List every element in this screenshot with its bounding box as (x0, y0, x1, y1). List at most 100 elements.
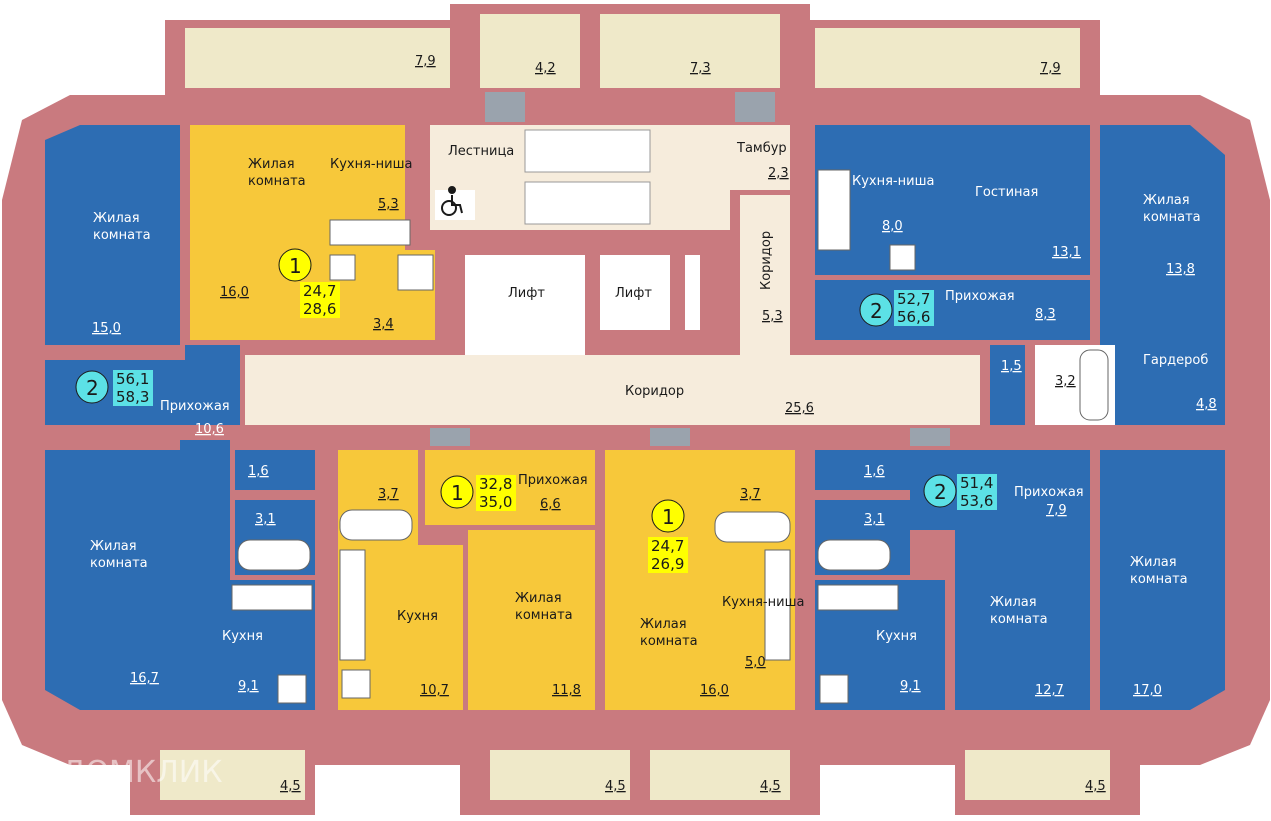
room-name: Прихожая (1014, 485, 1084, 500)
room-area: 9,1 (900, 679, 921, 694)
rooms-count: 2 (934, 480, 947, 504)
apartment-n (190, 125, 435, 340)
apartment-sw (45, 440, 315, 710)
bottom-balconies (130, 745, 1140, 815)
balcony-bot-3 (650, 750, 790, 800)
corridor-v-label: Коридор (759, 231, 774, 290)
room-name: Прихожая (945, 289, 1015, 304)
room-area: 11,8 (552, 683, 581, 698)
room-area: 10,6 (195, 422, 224, 437)
sw-wc (235, 450, 315, 490)
room-name: Кухня-ниша (852, 174, 934, 189)
room-name: Гостиная (975, 185, 1038, 200)
room-area: 7,9 (1046, 503, 1067, 518)
rooms-count: 1 (289, 254, 302, 278)
area-living: 51,4 (960, 474, 993, 492)
top-balconies (165, 4, 1100, 95)
balcony-area: 7,9 (1040, 61, 1061, 76)
room-area: 1,6 (248, 464, 269, 479)
room-area: 3,1 (864, 512, 885, 527)
rooms-count: 1 (662, 505, 675, 529)
room-area: 16,7 (130, 671, 159, 686)
balcony-bot-2 (490, 750, 630, 800)
balcony-area: 4,5 (760, 779, 781, 794)
balcony-top-4 (815, 28, 1080, 88)
room-area: 16,0 (220, 285, 249, 300)
lift-label: Лифт (508, 286, 545, 301)
room-area: 8,3 (1035, 307, 1056, 322)
area-total: 56,6 (897, 308, 930, 326)
lift-1 (465, 255, 585, 355)
room-area: 3,7 (378, 487, 399, 502)
area-living: 24,7 (303, 282, 336, 300)
room-name: Кухня-ниша (330, 157, 412, 172)
room-name: Кухня (222, 629, 263, 644)
room-area: 15,0 (92, 321, 121, 336)
area-living: 56,1 (116, 370, 149, 388)
room-area: 3,7 (740, 487, 761, 502)
room-area: 9,1 (238, 679, 259, 694)
rooms-count: 1 (451, 481, 464, 505)
ne-wc (990, 345, 1025, 425)
room-area: 13,8 (1166, 262, 1195, 277)
corridor-area: 25,6 (785, 401, 814, 416)
room-area: 8,0 (882, 219, 903, 234)
area-living: 32,8 (479, 475, 512, 493)
ne-bedroom (1100, 125, 1225, 425)
vestibule (730, 125, 790, 190)
room-area: 4,8 (1196, 397, 1217, 412)
corridor-main (245, 355, 980, 425)
corridor-vertical (740, 195, 790, 360)
lift-2 (600, 255, 670, 330)
nw-living-room (45, 125, 180, 345)
room-name: Прихожая (160, 399, 230, 414)
room-area: 3,1 (255, 512, 276, 527)
room-area: 3,2 (1055, 374, 1076, 389)
common-area (245, 125, 980, 425)
corridor-v-area: 5,3 (762, 309, 783, 324)
apartment-s2 (605, 450, 795, 710)
balcony-area: 4,5 (280, 779, 301, 794)
lift-label: Лифт (615, 286, 652, 301)
apartment-badges: 2 56,1 58,3 1 24,7 28,6 2 52,7 56,6 1 32… (75, 248, 997, 573)
area-total: 53,6 (960, 492, 993, 510)
room-area: 1,6 (864, 464, 885, 479)
room-area: 12,7 (1035, 683, 1064, 698)
watermark: ДОМКЛИК (62, 755, 223, 790)
se-wc (815, 450, 910, 490)
room-area: 1,5 (1001, 359, 1022, 374)
room-name: Кухня (876, 629, 917, 644)
area-total: 35,0 (479, 493, 512, 511)
room-area: 3,4 (373, 317, 394, 332)
labels: 7,9 4,2 7,3 7,9 4,5 4,5 4,5 4,5 Лестница… (90, 54, 1217, 794)
room-area: 5,0 (745, 655, 766, 670)
balcony-area: 4,2 (535, 61, 556, 76)
corridor-label: Коридор (625, 384, 684, 399)
apartment-s1 (338, 450, 595, 710)
area-living: 52,7 (897, 290, 930, 308)
ne-kitchen-living (815, 125, 1090, 275)
room-name: Кухня (397, 609, 438, 624)
balcony-bot-4 (965, 750, 1110, 800)
room-area: 5,3 (378, 197, 399, 212)
area-total: 58,3 (116, 388, 149, 406)
apartment-se (815, 450, 1225, 710)
balcony-area: 4,5 (605, 779, 626, 794)
room-name: Кухня-ниша (722, 595, 804, 610)
area-total: 26,9 (651, 555, 684, 573)
balcony-area: 7,9 (415, 54, 436, 69)
vestibule-label: Тамбур (736, 141, 787, 156)
room-area: 6,6 (540, 497, 561, 512)
windows (430, 92, 950, 446)
apartment-ne (815, 125, 1225, 425)
s1-bedroom (468, 530, 595, 710)
area-living: 24,7 (651, 537, 684, 555)
